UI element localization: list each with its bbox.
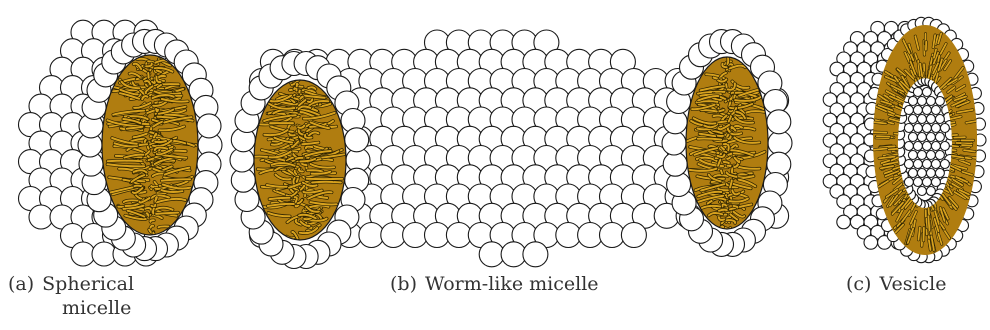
caption-label-a: (a) xyxy=(8,273,34,295)
spherical-micelle-illustration xyxy=(19,20,223,266)
worm-like-micelle-illustration xyxy=(230,30,792,269)
vesicle-illustration xyxy=(823,17,990,262)
caption-text-a-line2: micelle xyxy=(8,296,134,320)
caption-text-b: Worm-like micelle xyxy=(425,273,599,295)
caption-text-a-line1: Spherical xyxy=(42,273,134,295)
caption-worm-like-micelle: (b) Worm-like micelle xyxy=(390,272,599,296)
caption-label-c: (c) xyxy=(846,273,871,295)
caption-vesicle: (c) Vesicle xyxy=(846,272,946,296)
caption-text-c: Vesicle xyxy=(879,273,946,295)
caption-spherical-micelle: (a) Spherical micelle xyxy=(8,272,134,320)
caption-label-b: (b) xyxy=(390,273,417,295)
